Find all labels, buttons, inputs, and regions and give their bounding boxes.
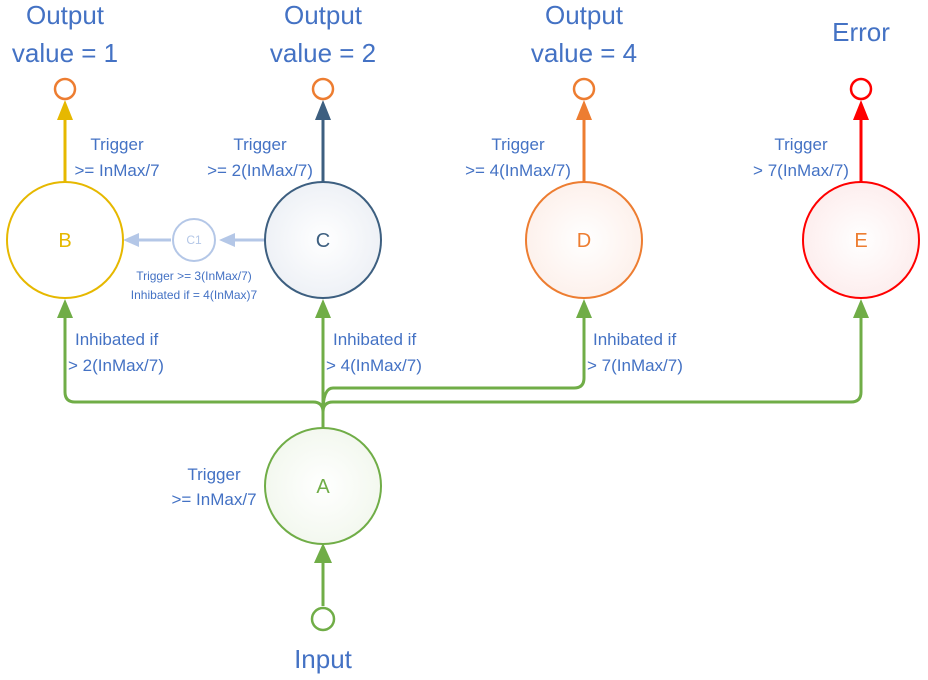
output-arrowhead-e [853,100,869,120]
output-arrowhead-d [576,100,592,120]
trigger-b-line2: >= InMax/7 [74,161,159,180]
c1-trigger-note: Trigger >= 3(InMax/7) [136,269,252,283]
inhibit-c-line2: > 4(InMax/7) [326,356,422,375]
trigger-e-line2: > 7(InMax/7) [753,161,849,180]
node-d-circle [525,181,643,299]
output-c-line2: value = 2 [270,38,376,68]
c1-inhibit-note: Inhibated if = 4(InMax)7 [131,288,258,302]
arrowhead-c-to-c1 [219,233,235,247]
trigger-a-line1: Trigger [187,465,241,484]
output-b-line1: Output [26,0,105,30]
output-b-line2: value = 1 [12,38,118,68]
node-c-label: C [316,230,330,252]
trigger-c-line2: >= 2(InMax/7) [207,161,313,180]
output-terminal-b [53,77,77,101]
connector-a-to-e [321,316,863,413]
node-e-label: E [854,230,867,252]
a-connectors [63,316,863,606]
inhibit-b-line1: Inhibated if [75,330,158,349]
node-a-circle [264,427,382,545]
output-terminal-c [311,77,335,101]
error-terminal-e [849,77,873,101]
node-c1-label: C1 [186,233,202,247]
node-d-label: D [577,230,591,252]
inhibit-d-line1: Inhibated if [593,330,676,349]
trigger-e-line1: Trigger [774,135,828,154]
inhibit-c-line1: Inhibated if [333,330,416,349]
output-e-error: Error [832,17,890,47]
trigger-b-line1: Trigger [90,135,144,154]
trigger-c-line1: Trigger [233,135,287,154]
arrowhead-to-c [315,299,331,318]
node-b-label: B [58,230,71,252]
trigger-a-line2: >= InMax/7 [171,490,256,509]
input-terminal [310,606,336,632]
trigger-d-line2: >= 4(InMax/7) [465,161,571,180]
node-c-circle [264,181,382,299]
node-a-label: A [316,476,330,498]
output-arrowhead-b [57,100,73,120]
arrowhead-to-d [576,299,592,318]
trigger-d-line1: Trigger [491,135,545,154]
input-label: Input [294,644,353,674]
node-e-circle [802,181,920,299]
arrowhead-to-b [57,299,73,318]
output-c-line1: Output [284,0,363,30]
inhibit-b-line2: > 2(InMax/7) [68,356,164,375]
a-connector-arrowheads [57,299,869,563]
output-d-line1: Output [545,0,624,30]
inhibit-d-line2: > 7(InMax/7) [587,356,683,375]
connector-a-to-d [321,316,586,413]
output-d-line2: value = 4 [531,38,637,68]
output-arrowhead-c [315,100,331,120]
arrowhead-to-a [314,543,332,563]
output-terminal-d [572,77,596,101]
node-c1-circle [172,218,216,262]
arrowhead-to-e [853,299,869,318]
node-b-circle [6,181,124,299]
arrowhead-c1-to-b [123,233,139,247]
